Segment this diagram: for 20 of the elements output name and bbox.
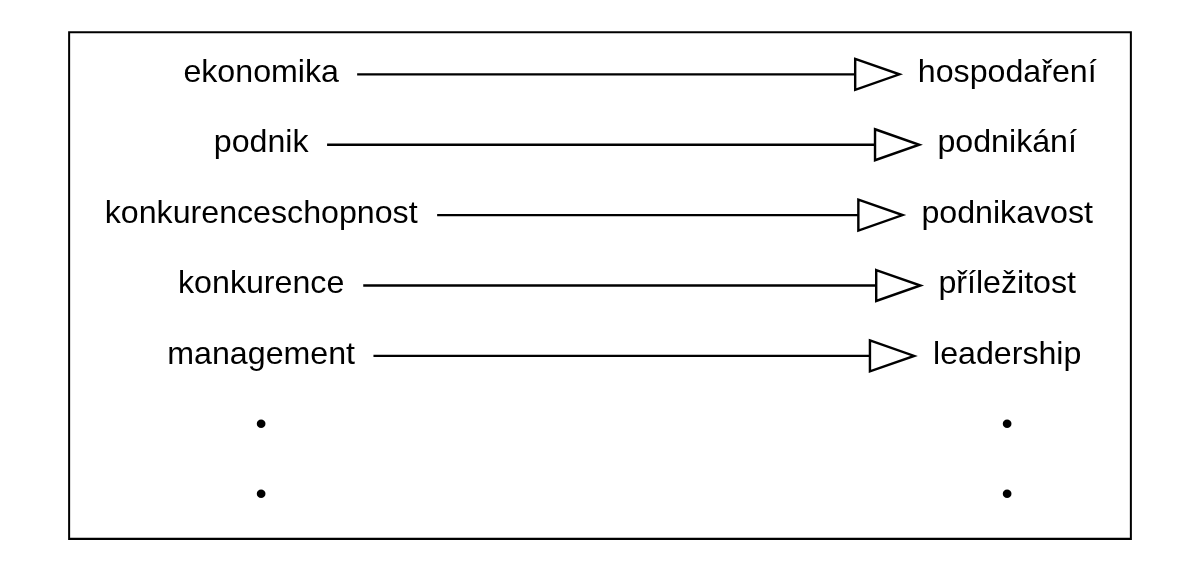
node-text: podnikání [936, 123, 1077, 160]
arrow [436, 197, 906, 233]
node-text: příležitost [937, 264, 1076, 301]
arrow [326, 127, 923, 162]
node-text: leadership [932, 334, 1081, 371]
arrow [356, 57, 903, 92]
arrow [372, 338, 918, 374]
node-text: management [166, 334, 355, 371]
arrow [362, 268, 924, 303]
node-text: ekonomika [182, 53, 339, 89]
node-text: konkurenceschopnost [104, 193, 418, 230]
node-text: hospodaření [917, 53, 1097, 89]
label: • [1001, 404, 1013, 441]
label: • [255, 475, 267, 512]
label: • [255, 404, 267, 441]
node-text: podnik [213, 123, 309, 160]
label: • [1001, 475, 1013, 512]
cluster [67, 31, 1132, 540]
node-text: podnikavost [920, 193, 1093, 230]
node-text: konkurence [177, 264, 344, 301]
